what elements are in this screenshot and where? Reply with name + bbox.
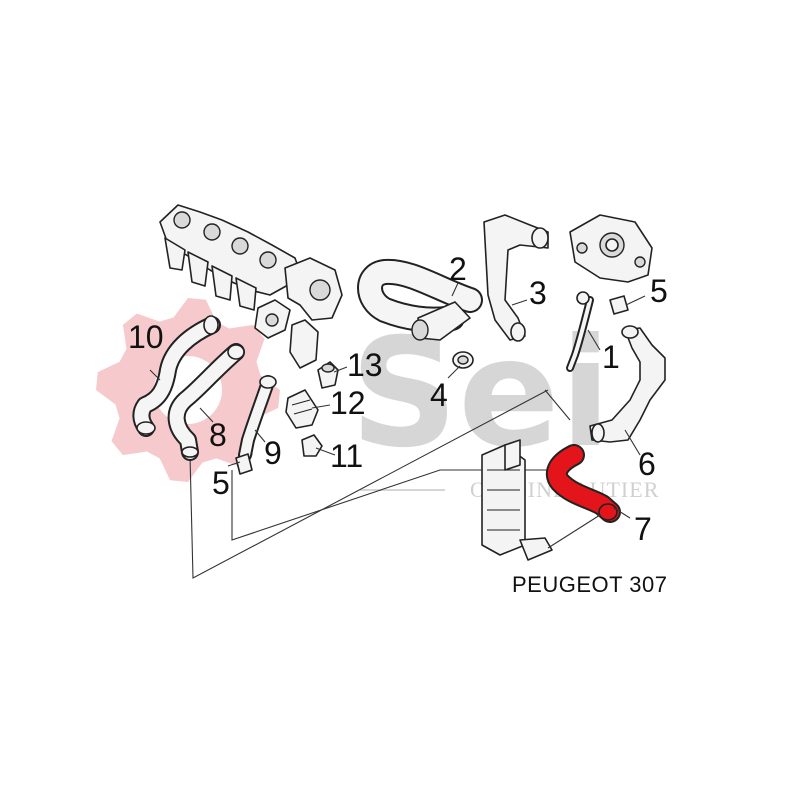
leader-13 (333, 366, 348, 373)
leader-6 (624, 429, 641, 456)
fitting-13 (317, 361, 339, 389)
pipe-3 (483, 214, 549, 342)
air-duct-2 (357, 258, 483, 341)
pipe-6 (589, 325, 666, 443)
vehicle-model-label: PEUGEOT 307 (512, 572, 668, 597)
leader-8 (199, 407, 214, 423)
leader-12 (311, 404, 331, 409)
leader-2 (451, 282, 459, 297)
leader-5-left (227, 461, 241, 467)
leader-5-right (625, 295, 646, 306)
fitting-11 (301, 434, 323, 457)
intake-manifold (159, 204, 301, 311)
callout-7: 7 (634, 511, 652, 547)
throttle-body (569, 214, 653, 283)
callout-10: 10 (128, 319, 164, 355)
callout-9: 9 (264, 435, 282, 471)
callout-5-left: 5 (212, 465, 230, 501)
hose-10 (132, 315, 221, 437)
seal-4 (452, 351, 474, 369)
callout-3: 3 (529, 275, 547, 311)
leader-4 (447, 365, 461, 379)
callout-4: 4 (430, 377, 448, 413)
callout-6: 6 (638, 446, 656, 482)
callout-1: 1 (602, 339, 620, 375)
hose-7-highlighted (545, 444, 621, 523)
leader-8-bus (189, 389, 549, 579)
seal-5-right (609, 295, 629, 315)
leader-9 (254, 429, 266, 443)
callout-13: 13 (347, 347, 383, 383)
egr-housing (254, 257, 343, 369)
hose-9 (238, 375, 277, 462)
callout-11: 11 (330, 438, 363, 474)
leader-10 (149, 369, 161, 381)
callout-2: 2 (449, 251, 467, 287)
clamp-5-left (235, 453, 253, 475)
hose-8 (167, 343, 245, 461)
tube-1 (566, 291, 594, 372)
leader-7 (613, 507, 631, 519)
leader-1 (587, 329, 601, 351)
intercooler (481, 439, 553, 561)
leader-3 (511, 299, 528, 306)
fitting-12 (285, 389, 319, 429)
callout-8: 8 (209, 417, 227, 453)
leader-bus-end (544, 389, 571, 421)
callout-5-right: 5 (650, 273, 668, 309)
leader-7-intercooler (547, 514, 601, 549)
leader-11 (315, 447, 336, 456)
callout-12: 12 (330, 385, 366, 421)
